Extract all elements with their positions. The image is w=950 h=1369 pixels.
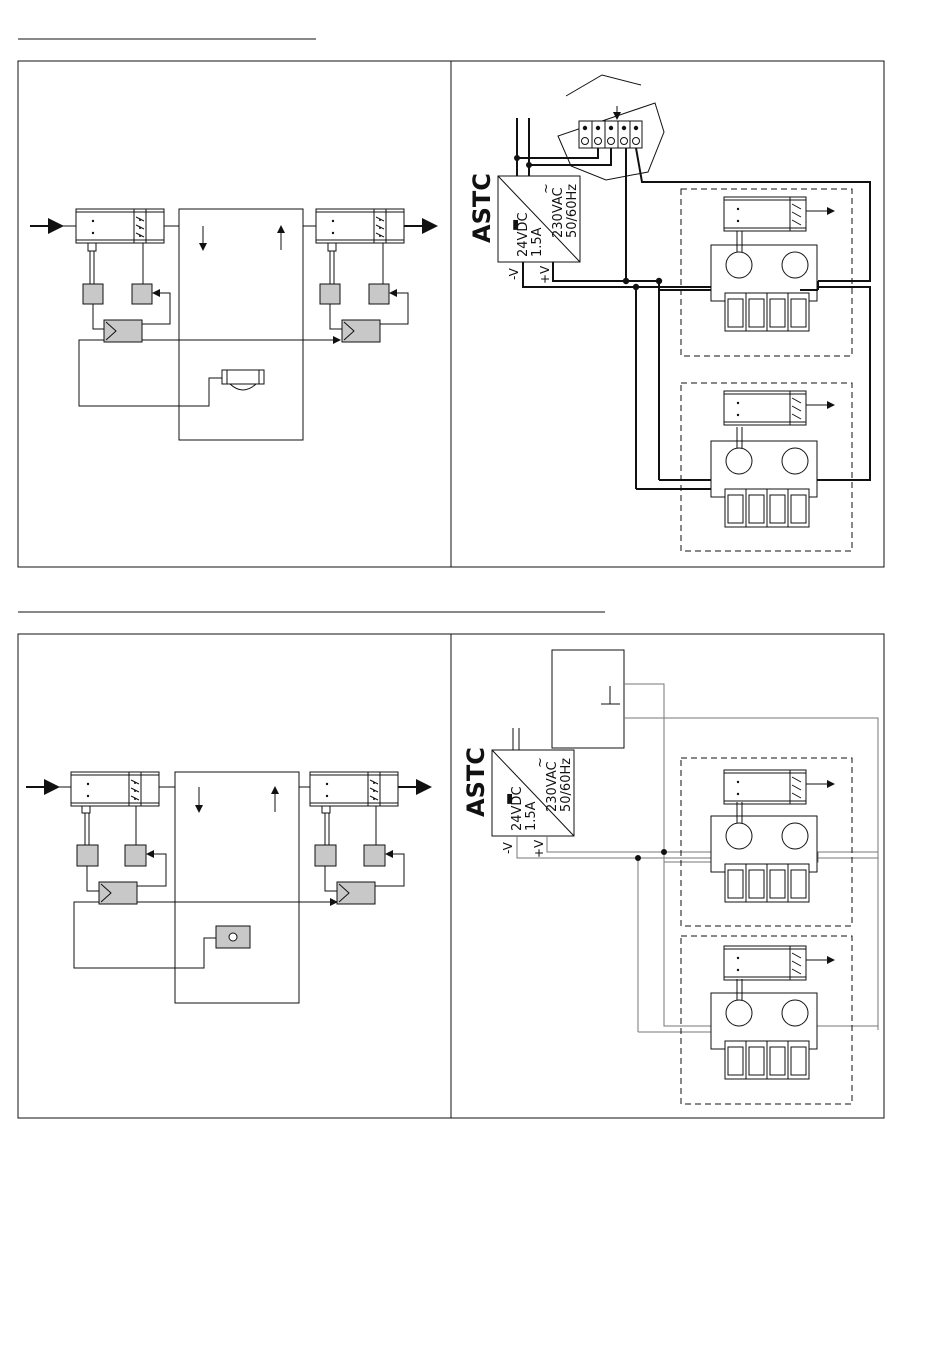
damper-right: [310, 772, 398, 806]
controller-left: [99, 882, 137, 904]
switch-module: [369, 284, 389, 304]
damper-right: [316, 209, 404, 243]
switch-module: [132, 284, 152, 304]
psu-current: 1.5A: [530, 227, 545, 257]
actuator-terminals: [711, 802, 817, 902]
psu-frequency: 50/60Hz: [565, 184, 580, 238]
switch-module: [83, 284, 103, 304]
wiring-1-right: ASTC ▬ 24VDC 1.5A ~ 230VAC 50/60Hz -V +V: [468, 75, 870, 551]
psu-plus-label: +V: [532, 839, 546, 858]
damper-actuator-icon: [724, 770, 834, 804]
damper-actuator-icon: [724, 946, 834, 980]
switch-module: [125, 845, 146, 866]
controller-right: [337, 882, 375, 904]
psu-input: 230VAC: [545, 761, 560, 812]
actuator-terminals: [711, 979, 817, 1079]
control-panel: [552, 650, 624, 748]
actuator-terminals: [711, 427, 817, 527]
fire-wall: [179, 209, 303, 440]
damper-actuator-icon: [724, 197, 834, 231]
psu-minus-label: -V: [507, 267, 521, 280]
psu-output: 24VDC: [510, 786, 525, 831]
damper-left: [71, 772, 159, 806]
psu-input: 230VAC: [551, 187, 566, 238]
schematic-2-left: [26, 772, 430, 1003]
controller-left: [104, 320, 142, 342]
actuator-terminals: [711, 231, 817, 331]
psu-frequency: 50/60Hz: [559, 758, 574, 812]
psu-brand: ASTC: [468, 173, 496, 243]
damper-actuator-icon: [724, 391, 834, 425]
smoke-detector-icon: [222, 370, 264, 384]
switch-module: [320, 284, 340, 304]
schematic-1-left: [30, 209, 436, 440]
damper-left: [76, 209, 164, 243]
wiring-2-right: ASTC ▬ 24VDC 1.5A ~ 230VAC 50/60Hz -V +V: [462, 650, 878, 1104]
psu-output: 24VDC: [516, 212, 531, 257]
switch-module: [364, 845, 385, 866]
psu-plus-label: +V: [538, 265, 552, 284]
controller-right: [342, 320, 380, 342]
switch-module: [77, 845, 98, 866]
psu-minus-label: -V: [501, 841, 515, 854]
psu-brand: ASTC: [462, 747, 490, 817]
switch-module: [315, 845, 336, 866]
psu-current: 1.5A: [524, 801, 539, 831]
